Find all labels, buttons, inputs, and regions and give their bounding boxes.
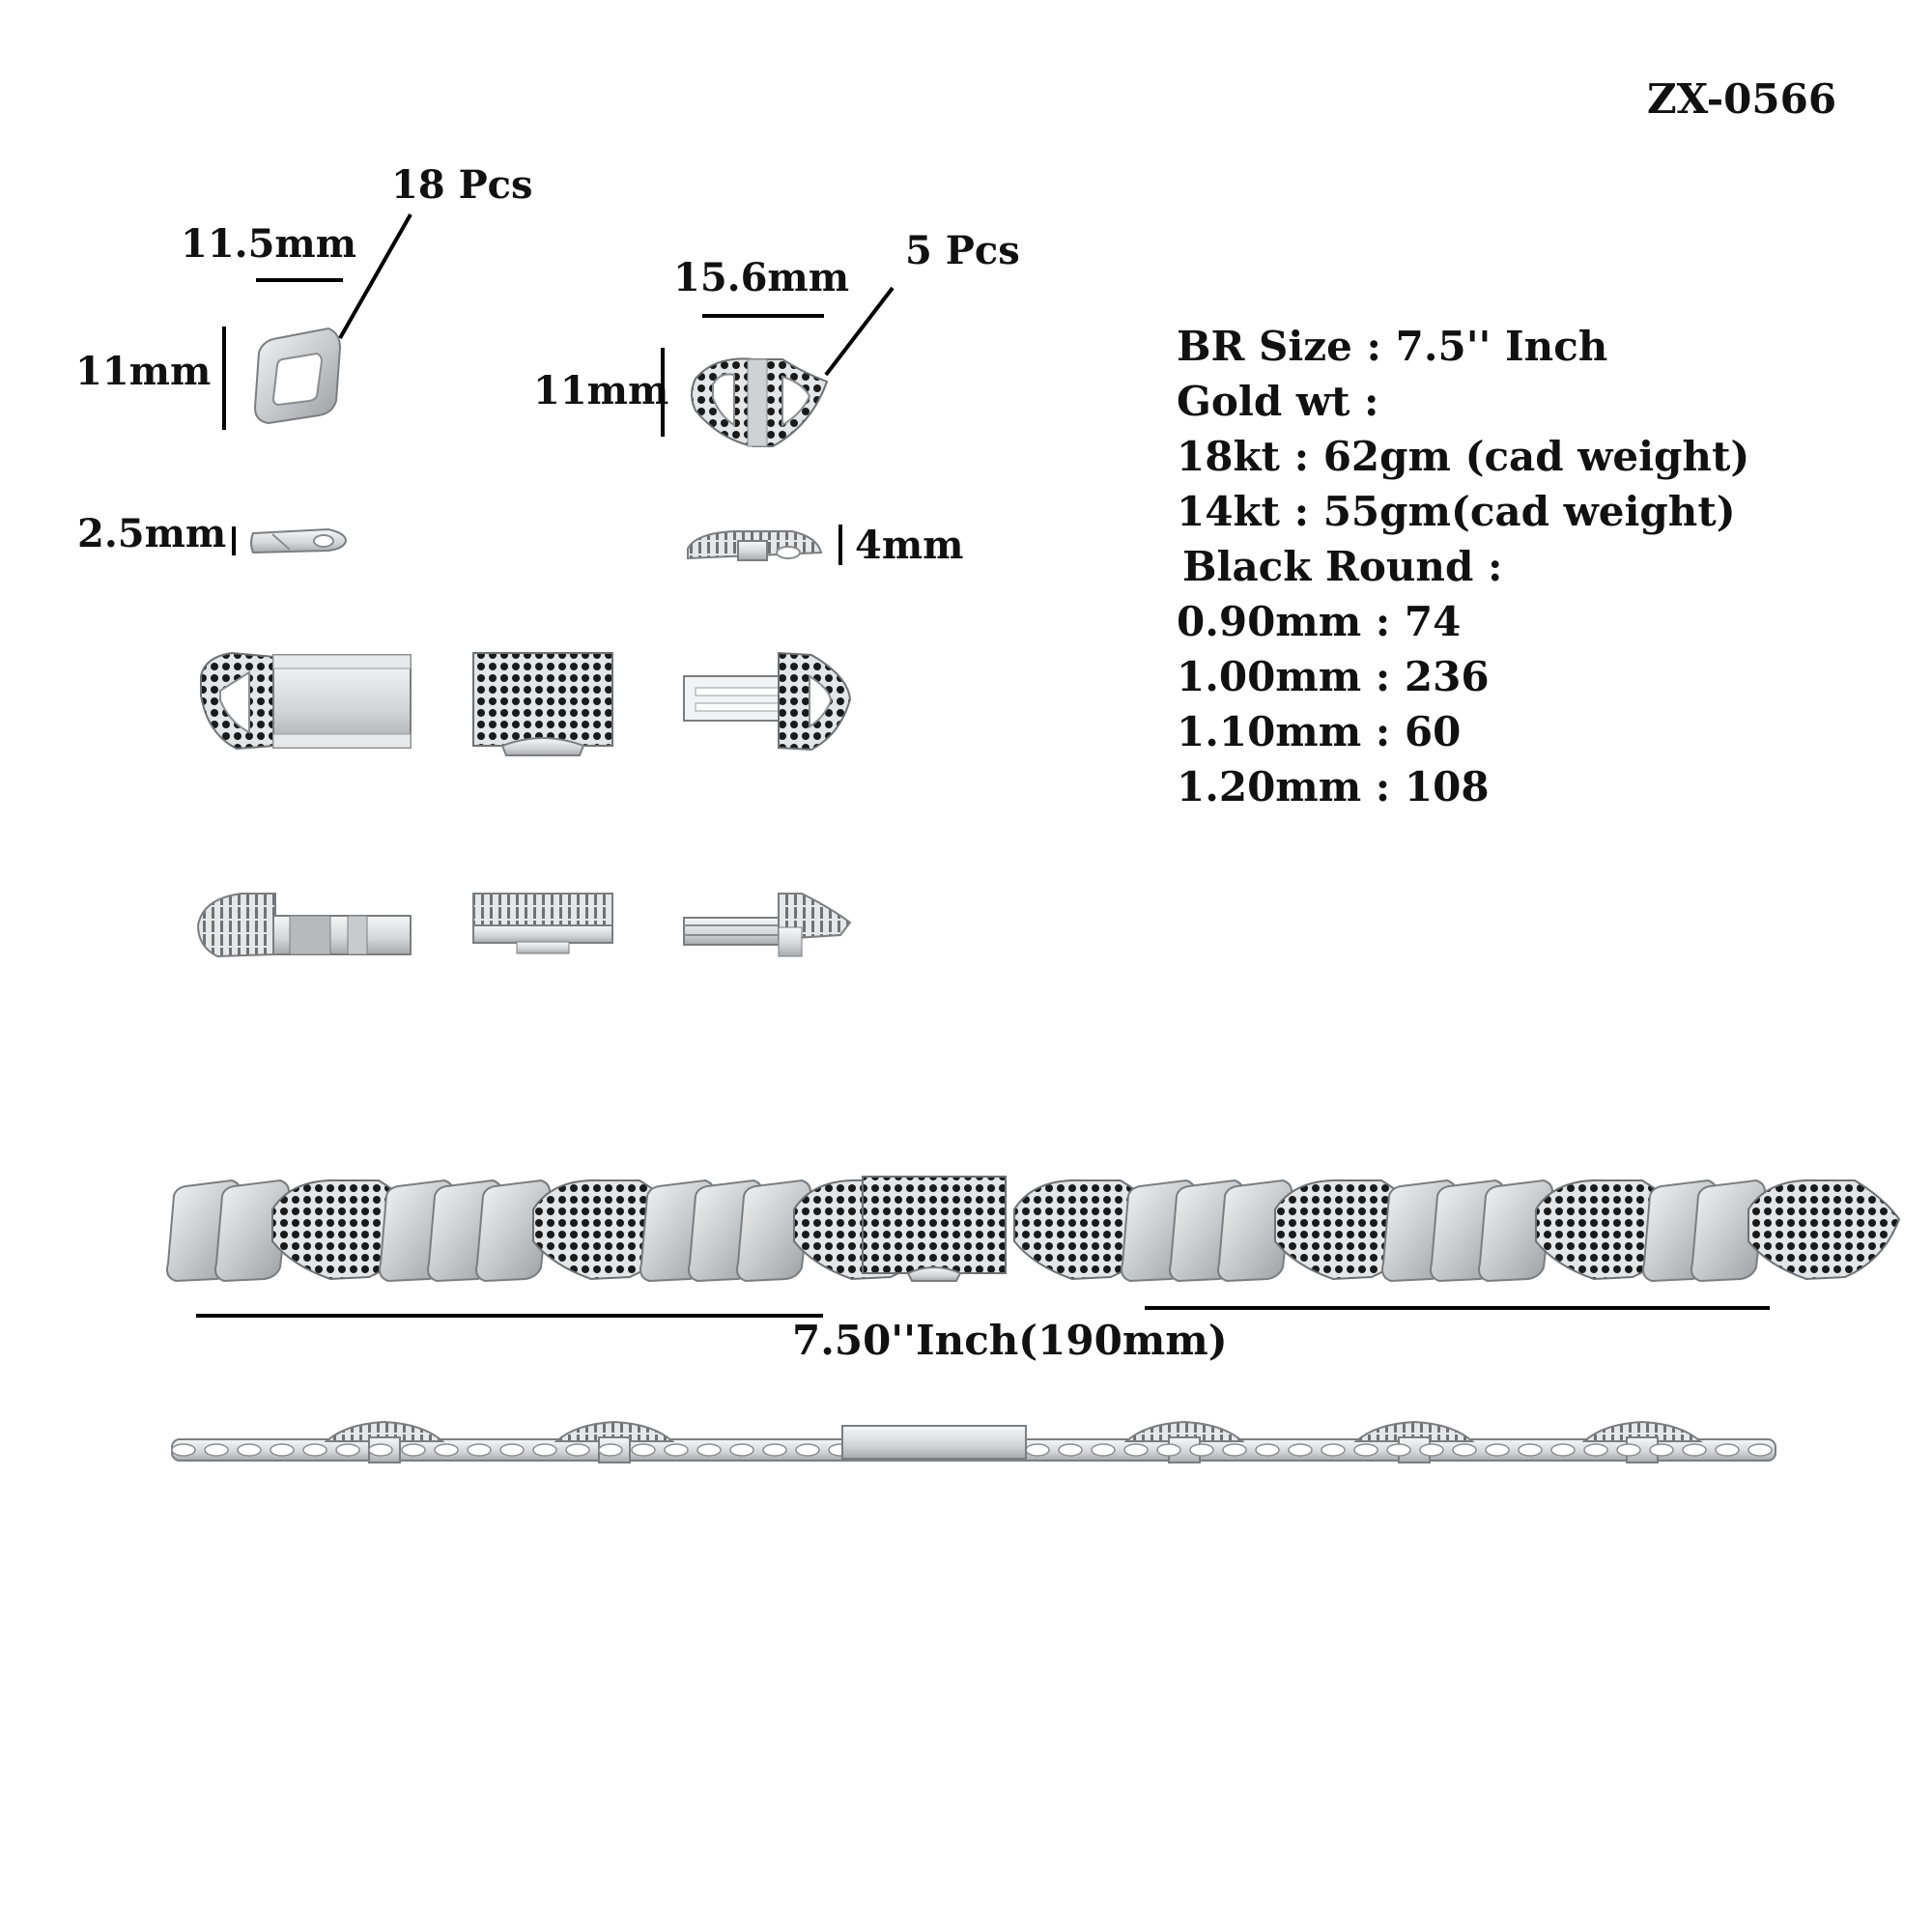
clasp-male-side [683, 893, 852, 957]
anchor-qty-label: 5 Pcs [905, 228, 1020, 273]
bracelet-side-link-hole [1518, 1443, 1543, 1457]
bracelet-cuban-link-5 [475, 1179, 551, 1283]
bracelet-side-link-hole [171, 1443, 196, 1457]
bracelet-anchor-link-22 [1747, 1179, 1901, 1281]
bracelet-side-link-hole [1419, 1443, 1444, 1457]
bracelet-side-link-hole [1353, 1443, 1378, 1457]
spec-size: BR Size : 7.5'' Inch [1177, 323, 1608, 370]
clasp-center-side [472, 893, 613, 954]
bracelet-side-link-hole [1156, 1443, 1181, 1457]
spec-18kt: 18kt : 62gm (cad weight) [1177, 433, 1750, 480]
bracelet-side-link-hole [795, 1443, 820, 1457]
anchor-width-label: 15.6mm [673, 255, 850, 300]
bracelet-cuban-link-14 [1217, 1179, 1293, 1283]
bracelet-side-link-hole [1452, 1443, 1477, 1457]
spec-stone-100: 1.00mm : 236 [1177, 653, 1490, 700]
bracelet-side-link-hole [1321, 1443, 1346, 1457]
bracelet-side-link-hole [696, 1443, 722, 1457]
spec-stone-110: 1.10mm : 60 [1177, 708, 1462, 755]
bracelet-side-link-hole [1091, 1443, 1116, 1457]
bracelet-side-link-hole [302, 1443, 327, 1457]
clasp-male-top [683, 651, 852, 752]
bracelet-side-link-hole [1189, 1443, 1214, 1457]
cuban-height-label: 11mm [75, 349, 212, 394]
bracelet-side-link-hole [270, 1443, 295, 1457]
bracelet-side-link-hole [434, 1443, 459, 1457]
bracelet-side-link-hole [1715, 1443, 1740, 1457]
bracelet-cuban-link-21 [1690, 1179, 1766, 1283]
bracelet-cuban-link-1 [214, 1179, 290, 1283]
bracelet-side-link-hole [499, 1443, 525, 1457]
bracelet-side-link-hole [368, 1443, 393, 1457]
bracelet-side-link-hole [237, 1443, 262, 1457]
spec-stone-120: 1.20mm : 108 [1177, 763, 1490, 810]
bracelet-length-label: 7.50''Inch(190mm) [792, 1317, 1228, 1364]
bracelet-side-anchor-4 [1581, 1420, 1703, 1442]
bracelet-side-link-hole [1386, 1443, 1411, 1457]
bracelet-side-link-hole [1025, 1443, 1050, 1457]
bracelet-cuban-link-18 [1478, 1179, 1553, 1283]
bracelet-side-link-hole [1123, 1443, 1149, 1457]
spec-stone-090: 0.90mm : 74 [1177, 598, 1462, 645]
bracelet-side-link-hole [204, 1443, 229, 1457]
cuban-thickness-label: 2.5mm [77, 511, 227, 556]
bracelet-side-link-hole [467, 1443, 492, 1457]
cuban-qty-label: 18 Pcs [391, 162, 533, 208]
bracelet-side-link-hole [762, 1443, 787, 1457]
bracelet-side-anchor-0 [324, 1420, 445, 1442]
bracelet-side-anchor-2 [1123, 1420, 1245, 1442]
spec-gold-title: Gold wt : [1177, 378, 1379, 425]
bracelet-side-link-hole [1583, 1443, 1608, 1457]
anchor-thickness-label: 4mm [855, 523, 964, 568]
bracelet-side-view [171, 1420, 1776, 1463]
clasp-center-top [472, 652, 613, 756]
cuban-link-side-view [250, 527, 348, 554]
anchor-link-side-view [687, 530, 823, 561]
clasp-female-side [196, 893, 412, 958]
bracelet-side-link-hole [565, 1443, 590, 1457]
bracelet-side-anchor-1 [554, 1420, 675, 1442]
bracelet-top-view [166, 1176, 1901, 1283]
bracelet-side-link-hole [1649, 1443, 1674, 1457]
clasp-female-top [200, 651, 412, 751]
bracelet-side-link-hole [1222, 1443, 1247, 1457]
bracelet-side-link-hole [1747, 1443, 1773, 1457]
anchor-height-label: 11mm [533, 368, 669, 413]
bracelet-side-link-hole [1485, 1443, 1510, 1457]
spec-14kt: 14kt : 55gm(cad weight) [1177, 488, 1736, 535]
bracelet-side-link-hole [1550, 1443, 1576, 1457]
bracelet-side-link-hole [1255, 1443, 1280, 1457]
bracelet-side-link-hole [631, 1443, 656, 1457]
bracelet-side-link-hole [1058, 1443, 1083, 1457]
spec-stone-title: Black Round : [1182, 543, 1503, 590]
bracelet-side-link-hole [335, 1443, 360, 1457]
anchor-link-top-view [691, 357, 829, 447]
bracelet-side-link-hole [532, 1443, 557, 1457]
dimension-lines [196, 213, 1770, 1318]
bracelet-side-link-hole [729, 1443, 754, 1457]
design-code: ZX-0566 [1647, 75, 1837, 123]
bracelet-side-link-hole [598, 1443, 623, 1457]
bracelet-side-link-hole [401, 1443, 426, 1457]
bracelet-cuban-link-9 [736, 1179, 811, 1283]
cuban-width-label: 11.5mm [181, 221, 357, 267]
bracelet-side-link-hole [1616, 1443, 1641, 1457]
bracelet-side-link-hole [664, 1443, 689, 1457]
cuban-link-top-view [253, 327, 342, 425]
bracelet-side-anchor-3 [1353, 1420, 1475, 1442]
bracelet-side-link-hole [1682, 1443, 1707, 1457]
bracelet-side-link-hole [1288, 1443, 1313, 1457]
spec-sheet: BR Size : 7.5'' Inch Gold wt : 18kt : 62… [1177, 319, 1749, 814]
